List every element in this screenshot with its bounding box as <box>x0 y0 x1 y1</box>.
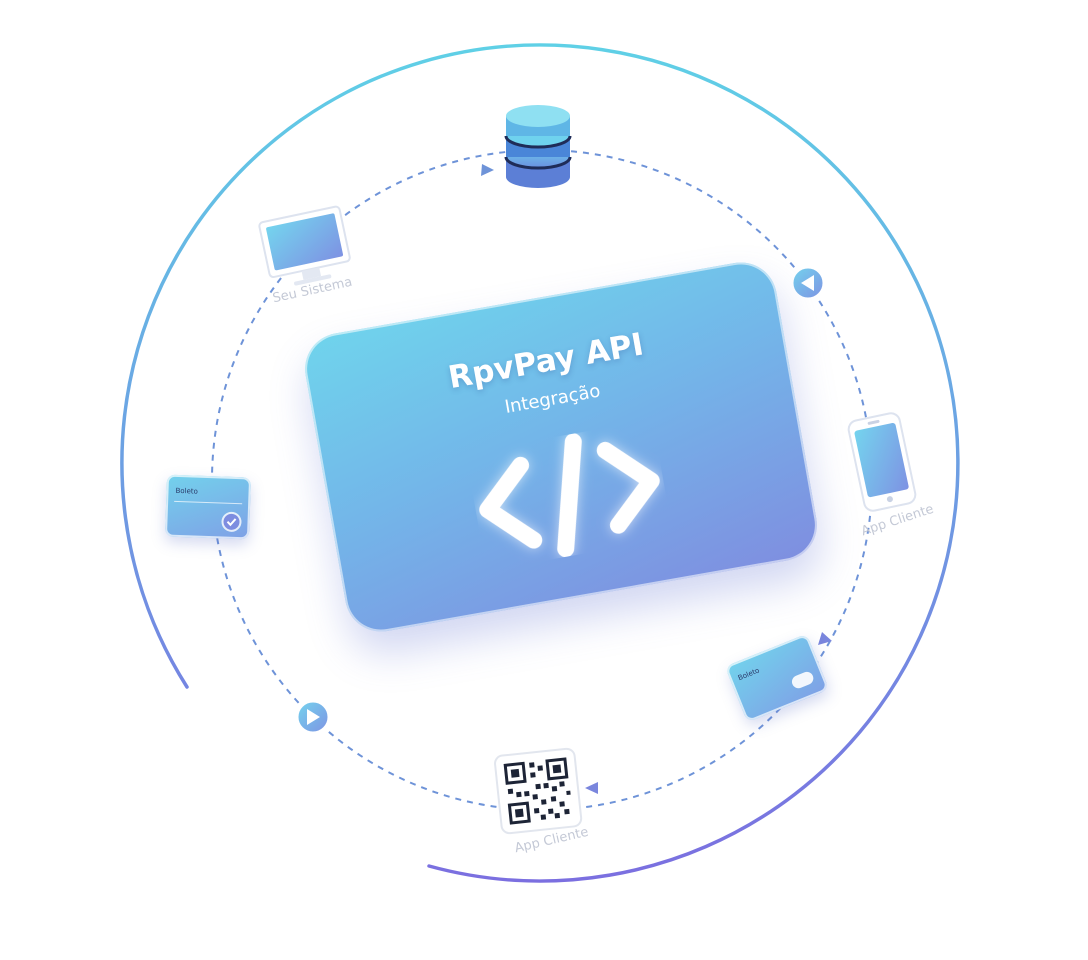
monitor-icon <box>258 205 351 286</box>
card-divider <box>174 500 243 505</box>
smartphone-icon <box>847 412 917 512</box>
boleto-label-left: Boleto <box>175 486 199 496</box>
outer-ring <box>120 43 960 883</box>
boleto-card-left: Boleto <box>164 474 252 540</box>
qr-code-icon <box>494 747 583 835</box>
code-brackets-icon <box>479 433 660 558</box>
check-icon <box>223 513 240 531</box>
boleto-label-right: Boleto <box>736 666 761 683</box>
play-left-icon <box>801 275 814 291</box>
arrow-to-database <box>481 164 494 176</box>
arrow-to-card <box>818 632 832 645</box>
play-badge-top-right <box>790 265 826 301</box>
arrow-to-qr <box>585 782 598 794</box>
toggle-icon <box>789 669 816 691</box>
api-card: RpvPay API Integração <box>299 256 823 638</box>
database-icon <box>504 105 572 188</box>
play-right-icon <box>307 709 320 725</box>
play-badge-bottom-left <box>295 699 331 735</box>
